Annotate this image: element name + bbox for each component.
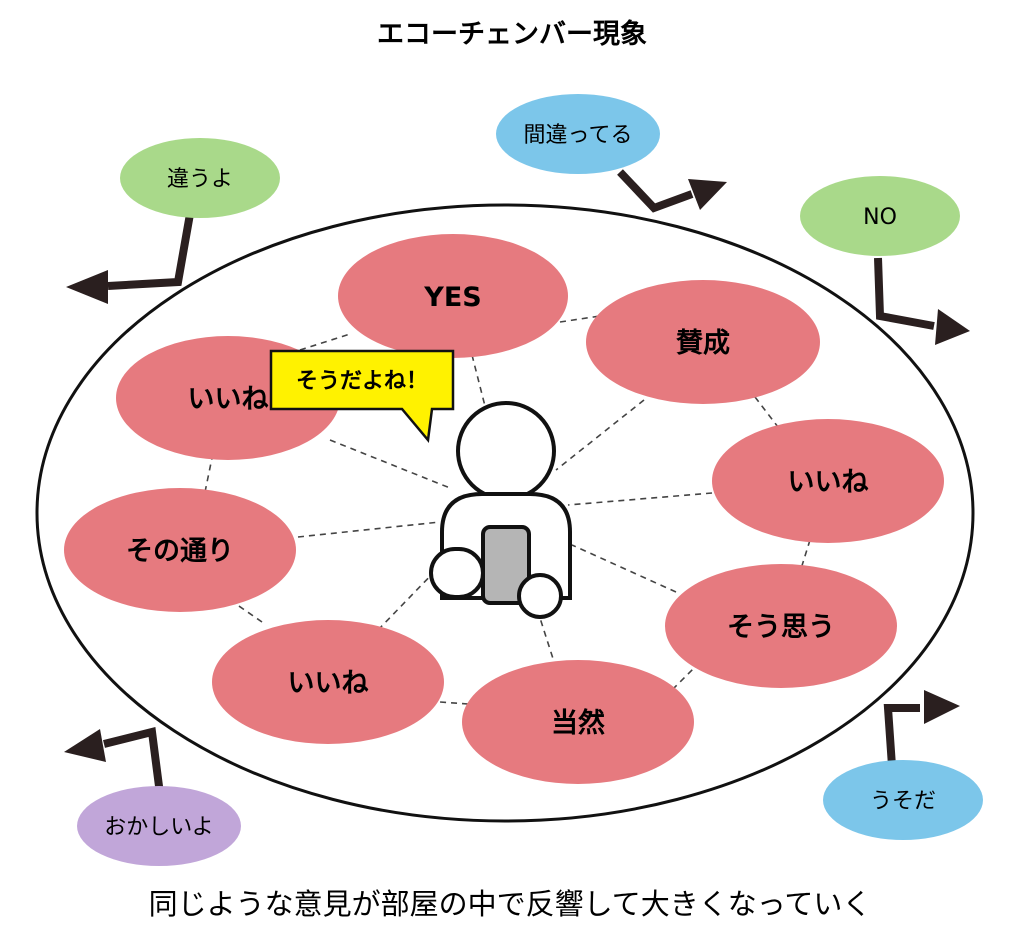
opinion-touzen: 当然 bbox=[462, 660, 694, 784]
link-hub-sou-omou bbox=[571, 544, 677, 593]
speech-bubble: そうだよね！ bbox=[269, 349, 455, 443]
opinion-iine-left-label: いいね bbox=[188, 384, 269, 415]
opinion-sansei-shape bbox=[586, 280, 820, 404]
link-iine-left-yes bbox=[299, 333, 351, 351]
bounce-arrowhead-chigau bbox=[66, 270, 108, 304]
link-hub-iine-right bbox=[567, 492, 713, 506]
network-links bbox=[204, 315, 811, 705]
opinion-yes-shape bbox=[338, 234, 568, 358]
outer-opinion-no-label: NO bbox=[863, 205, 897, 230]
outer-opinion-okashii: おかしいよ bbox=[77, 786, 241, 866]
opinion-sansei: 賛成 bbox=[586, 280, 820, 404]
opinion-sou-omou-label: そう思う bbox=[727, 612, 835, 643]
link-hub-sansei bbox=[555, 399, 645, 471]
opinion-sansei-label: 賛成 bbox=[676, 328, 730, 359]
person-right-hand bbox=[517, 573, 563, 619]
outer-opinion-uso-label: うそだ bbox=[870, 789, 936, 814]
bounce-arrow-okashii bbox=[103, 727, 164, 795]
opinion-iine-right-label: いいね bbox=[788, 467, 869, 498]
bounce-arrowhead-okashii bbox=[64, 729, 106, 762]
bounce-arrowhead-no bbox=[935, 309, 970, 345]
link-hub-sono-toori bbox=[297, 521, 441, 538]
outer-opinion-chigau: 違うよ bbox=[120, 138, 280, 218]
person-head bbox=[456, 401, 556, 501]
link-hub-touzen bbox=[539, 617, 557, 669]
diagram-title: エコーチェンバー現象 bbox=[377, 18, 647, 50]
diagram-caption: 同じような意見が部屋の中で反響して大きくなっていく bbox=[149, 887, 872, 921]
link-hub-iine-bottom bbox=[377, 567, 439, 631]
bounce-arrow-uso bbox=[883, 704, 920, 767]
opinion-sono-toori-label: その通り bbox=[126, 536, 234, 567]
opinion-iine-right: いいね bbox=[712, 419, 944, 543]
bounce-arrowhead-uso bbox=[924, 690, 960, 724]
outer-opinion-chigau-shape bbox=[120, 138, 280, 218]
outer-opinion-machigatteru-label: 間違ってる bbox=[524, 123, 633, 148]
opinion-sou-omou: そう思う bbox=[665, 564, 897, 688]
opinion-iine-bottom: いいね bbox=[212, 620, 444, 744]
bounce-arrow-chigau bbox=[107, 213, 194, 290]
link-yes-sansei bbox=[559, 315, 601, 323]
link-sono-toori-iine-left bbox=[204, 457, 213, 493]
speech-bubble-text: そうだよね！ bbox=[296, 369, 428, 394]
outer-opinion-machigatteru: 間違ってる bbox=[496, 94, 660, 174]
opinion-touzen-shape bbox=[462, 660, 694, 784]
opinion-sou-omou-shape bbox=[665, 564, 897, 688]
bounce-arrowhead-machigatteru bbox=[688, 179, 727, 210]
opinion-touzen-label: 当然 bbox=[551, 707, 605, 739]
outer-opinion-uso: うそだ bbox=[823, 760, 983, 840]
outer-opinion-okashii-label: おかしいよ bbox=[104, 815, 214, 840]
outer-opinion-no: NO bbox=[800, 176, 960, 256]
bounce-arrows bbox=[64, 169, 970, 795]
bounce-arrow-machigatteru bbox=[617, 169, 694, 213]
outer-opinion-okashii-shape bbox=[77, 786, 241, 866]
opinion-iine-bottom-label: いいね bbox=[288, 668, 369, 699]
link-iine-bottom-sono-toori bbox=[235, 603, 263, 623]
speech-bubble-shape bbox=[269, 349, 455, 443]
bounce-arrow-no bbox=[874, 257, 935, 330]
opinion-yes-label: YES bbox=[423, 282, 481, 313]
person-with-smartphone bbox=[429, 401, 572, 619]
outer-opinion-machigatteru-shape bbox=[496, 94, 660, 174]
person-left-hand bbox=[429, 547, 485, 599]
opinion-yes: YES bbox=[338, 234, 568, 358]
opinion-iine-right-shape bbox=[712, 419, 944, 543]
opinion-sono-toori: その通り bbox=[64, 488, 296, 612]
link-hub-yes bbox=[471, 354, 487, 411]
outer-opinion-no-shape bbox=[800, 176, 960, 256]
opinion-iine-bottom-shape bbox=[212, 620, 444, 744]
opinion-sono-toori-shape bbox=[64, 488, 296, 612]
outer-opinion-uso-shape bbox=[823, 760, 983, 840]
outer-opinion-chigau-label: 違うよ bbox=[167, 167, 233, 192]
link-touzen-iine-bottom bbox=[439, 701, 469, 705]
